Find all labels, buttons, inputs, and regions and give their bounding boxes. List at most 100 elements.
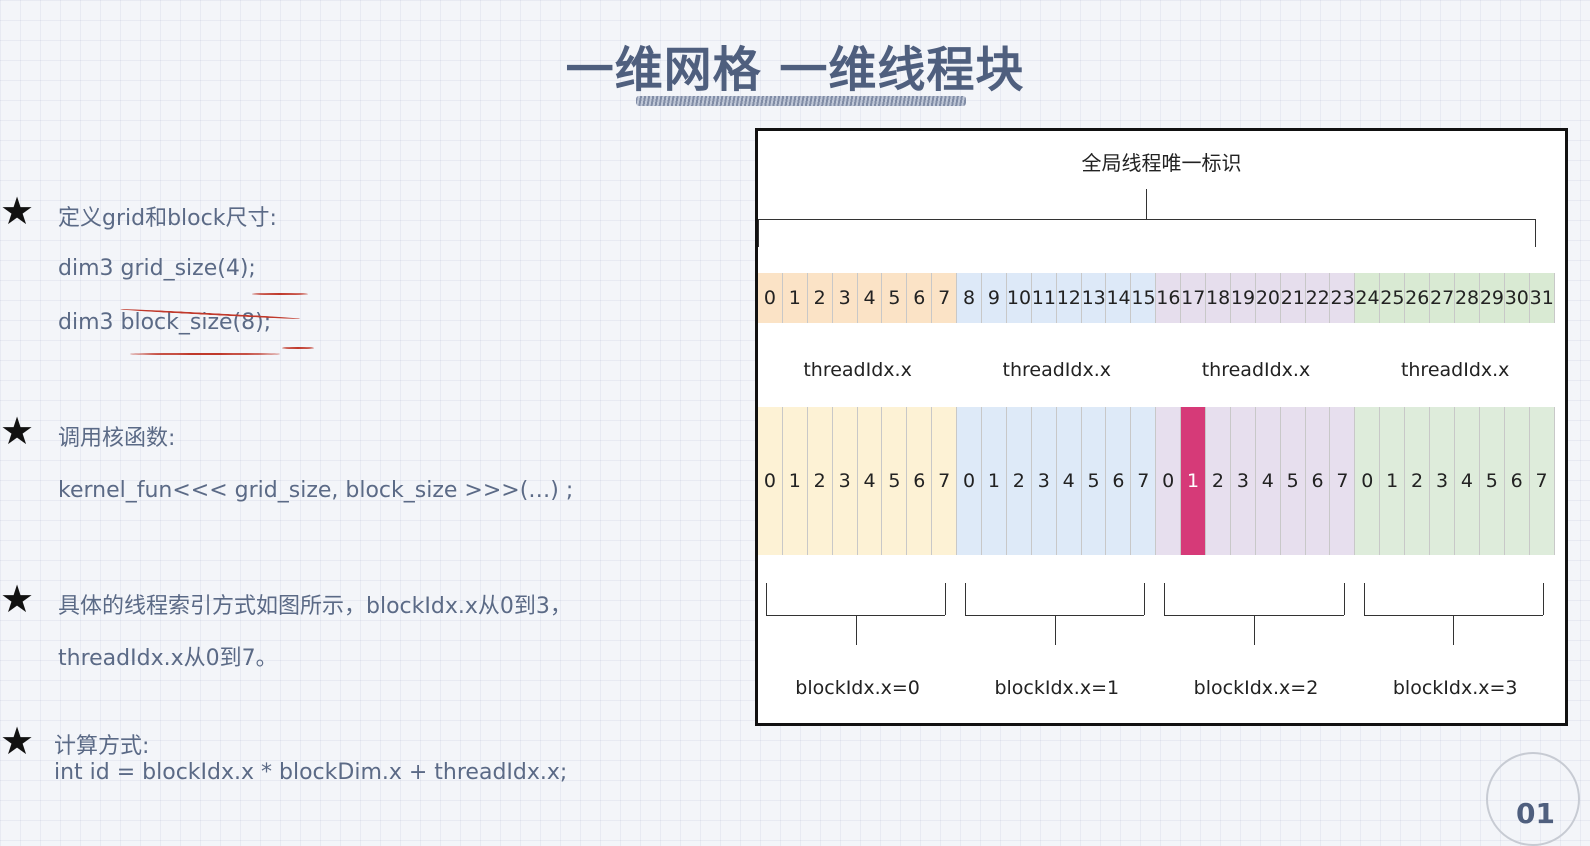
thread-id-cell: 1 [1380, 407, 1406, 555]
global-id-cell: 11 [1031, 273, 1057, 323]
annotation-underline [282, 347, 314, 349]
block-bracket-bar [965, 615, 1145, 616]
block-bracket-bar [1164, 615, 1344, 616]
annotation-underline [130, 353, 280, 355]
block-bracket-stem [1254, 615, 1255, 645]
block-bracket-end [965, 583, 967, 615]
block-label: blockIdx.x=1 [994, 677, 1120, 699]
thread-id-cell: 1 [782, 407, 808, 555]
thread-id-cell: 2 [1206, 407, 1231, 555]
block-bracket-stem [1054, 615, 1056, 645]
global-id-cell: 19 [1230, 273, 1256, 323]
section3-line2: threadIdx.x从0到7。 [58, 646, 278, 671]
section4-heading: 计算方式: [54, 734, 150, 759]
block-label: blockIdx.x=3 [1392, 677, 1518, 699]
global-id-cell: 14 [1106, 273, 1132, 323]
global-id-cell: 10 [1006, 273, 1032, 323]
global-id-cell: 17 [1181, 273, 1207, 323]
global-id-cell: 22 [1305, 273, 1331, 323]
global-id-cell: 21 [1280, 273, 1306, 323]
global-id-cell: 25 [1380, 273, 1406, 323]
global-id-cell: 18 [1206, 273, 1231, 323]
global-id-cell: 26 [1405, 273, 1431, 323]
thread-id-cell: 4 [857, 407, 883, 555]
thread-id-cell: 4 [1454, 407, 1480, 555]
thread-id-cell: 3 [1031, 407, 1057, 555]
thread-label: threadIdx.x [803, 359, 912, 381]
section1-line2: dim3 block_size(8); [58, 310, 272, 335]
thread-id-cell: 0 [1156, 407, 1182, 555]
thread-label: threadIdx.x [1400, 359, 1510, 381]
global-id-cell: 2 [807, 273, 833, 323]
global-id-cell: 31 [1529, 273, 1555, 323]
thread-id-cell: 5 [882, 407, 908, 555]
thread-id-cell: 3 [1430, 407, 1455, 555]
bracket-bar [758, 219, 1536, 220]
star-icon: ★ [0, 409, 35, 453]
global-id-cell: 23 [1330, 273, 1356, 323]
thread-id-cell: 7 [1330, 407, 1356, 555]
thread-id-cell: 3 [832, 407, 858, 555]
thread-id-cell: 0 [957, 407, 983, 555]
thread-id-cell: 6 [1504, 407, 1530, 555]
global-id-cell: 29 [1479, 273, 1505, 323]
global-id-cell: 0 [758, 273, 783, 323]
thread-id-cell: 7 [932, 407, 958, 555]
global-id-cell: 12 [1056, 273, 1082, 323]
thread-id-cell: 5 [1280, 407, 1306, 555]
global-id-cell: 9 [982, 273, 1007, 323]
block-label: blockIdx.x=2 [1193, 677, 1319, 699]
star-icon: ★ [0, 719, 35, 763]
thread-id-cell: 1 [1181, 407, 1207, 555]
thread-id-cell: 3 [1230, 407, 1256, 555]
bracket-end [758, 219, 759, 247]
section1-line1: dim3 grid_size(4); [58, 256, 256, 281]
thread-id-cell: 2 [1006, 407, 1032, 555]
thread-id-cell: 5 [1081, 407, 1107, 555]
global-id-cell: 6 [907, 273, 933, 323]
block-bracket-stem [855, 615, 857, 645]
section3-line1: 具体的线程索引方式如图所示，blockIdx.x从0到3， [58, 594, 572, 619]
global-id-label: 全局线程唯一标识 [1081, 151, 1242, 175]
thread-id-cell: 2 [1405, 407, 1431, 555]
block-bracket-stem [1453, 615, 1455, 645]
global-id-cell: 28 [1454, 273, 1480, 323]
thread-id-cell: 0 [758, 407, 783, 555]
thread-label: threadIdx.x [1201, 359, 1311, 381]
global-id-cell: 30 [1504, 273, 1530, 323]
block-bracket-end [1343, 583, 1345, 615]
thread-label: threadIdx.x [1002, 359, 1112, 381]
global-id-cell: 1 [782, 273, 808, 323]
thread-id-cell: 1 [982, 407, 1007, 555]
global-id-cell: 5 [882, 273, 908, 323]
global-id-cell: 15 [1131, 273, 1157, 323]
block-bracket-end [945, 583, 947, 615]
global-id-cell: 20 [1255, 273, 1281, 323]
global-id-cell: 13 [1081, 273, 1107, 323]
page-title: 一维网格 一维线程块 [565, 42, 1025, 98]
page-number: 01 [1516, 797, 1555, 830]
thread-id-cell: 6 [1305, 407, 1331, 555]
block-bracket-end [1363, 583, 1365, 615]
annotation-underline [252, 293, 308, 295]
title-underline [636, 96, 966, 106]
global-id-cell: 16 [1156, 273, 1182, 323]
thread-id-cell: 7 [1529, 407, 1555, 555]
thread-id-cell: 4 [1056, 407, 1082, 555]
thread-id-cell: 5 [1479, 407, 1505, 555]
global-id-cell: 7 [932, 273, 958, 323]
star-icon: ★ [0, 189, 35, 233]
global-id-cell: 27 [1430, 273, 1455, 323]
section2-heading: 调用核函数: [58, 426, 176, 451]
star-icon: ★ [0, 577, 35, 621]
global-id-cell: 3 [832, 273, 858, 323]
block-bracket-end [1164, 583, 1166, 615]
thread-id-cell: 2 [807, 407, 833, 555]
block-label: blockIdx.x=0 [795, 677, 920, 699]
thread-id-cell: 0 [1355, 407, 1381, 555]
section1-heading: 定义grid和block尺寸: [58, 206, 277, 231]
block-bracket-end [766, 583, 767, 615]
